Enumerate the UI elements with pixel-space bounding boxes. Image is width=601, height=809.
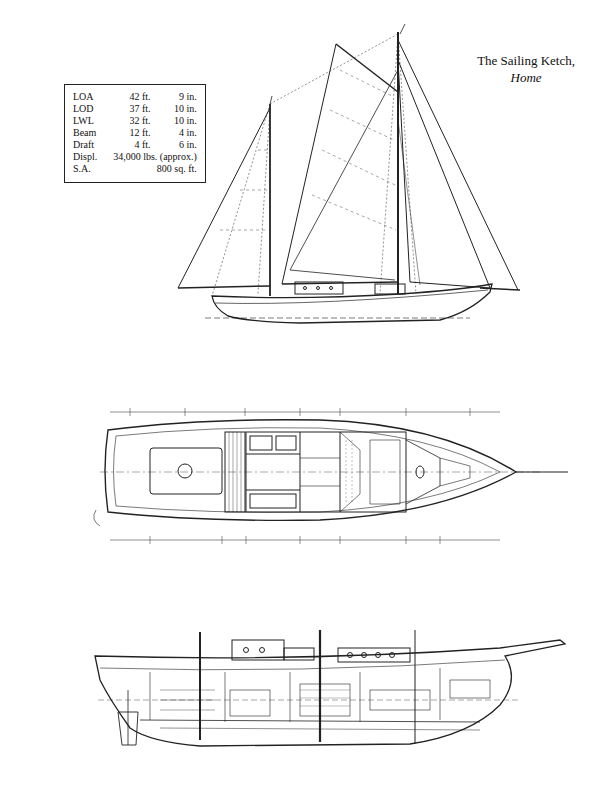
spec-value: 800 sq. ft. [157, 163, 197, 174]
spec-key: LOA [73, 91, 94, 102]
sail-plan [178, 24, 520, 323]
title: The Sailing Ketch, [477, 52, 575, 69]
spec-value: 6 in. [179, 139, 197, 150]
spec-grid: LOA 42 ft. 9 in. LOD 37 ft. 10 in. LWL 32 ft. 10… [73, 91, 197, 175]
deck-plan [94, 408, 568, 544]
spec-value: 10 in. [174, 115, 197, 126]
spec-value: 4 ft. [135, 139, 151, 150]
spec-key: Displ. [73, 151, 97, 162]
title-block: The Sailing Ketch,Home [477, 52, 575, 86]
spec-value: 12 ft. [130, 127, 151, 138]
boat-name: Home [477, 69, 575, 86]
spec-value: 4 in. [179, 127, 197, 138]
spec-key: Beam [73, 127, 96, 138]
spec-value: 37 ft. [130, 103, 151, 114]
spec-key: S.A. [73, 163, 91, 174]
spec-key: LWL [73, 115, 94, 126]
spec-value: 32 ft. [130, 115, 151, 126]
inboard-profile [95, 630, 565, 746]
spec-value: 10 in. [174, 103, 197, 114]
spec-key: Draft [73, 139, 94, 150]
spec-key: LOD [73, 103, 94, 114]
spec-value: 9 in. [179, 91, 197, 102]
spec-value: 34,000 lbs. (approx.) [113, 151, 197, 162]
spec-table: LOA 42 ft. 9 in. LOD 37 ft. 10 in. LWL 32 ft. 10… [64, 84, 206, 183]
spec-value: 42 ft. [130, 91, 151, 102]
